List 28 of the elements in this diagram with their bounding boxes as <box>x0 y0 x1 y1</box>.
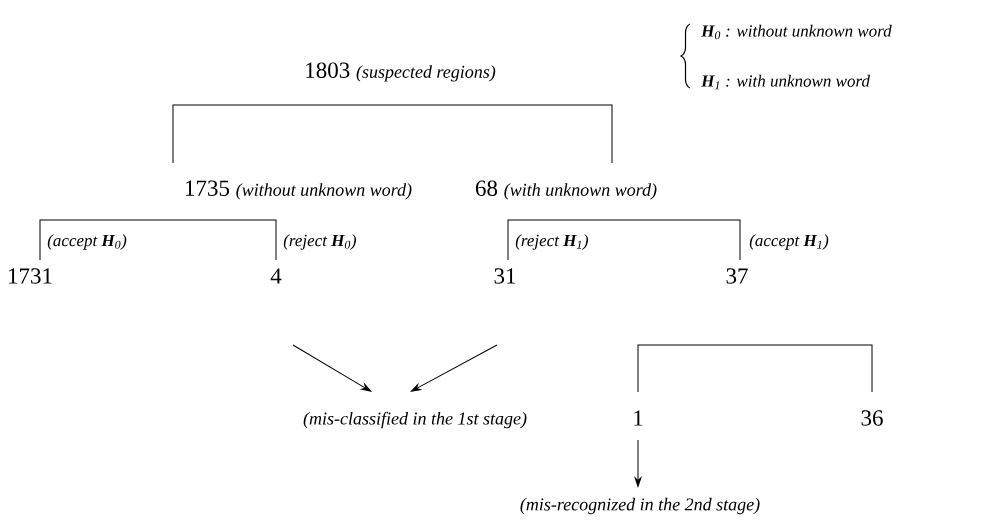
tree-node-label: (mis-recognized in the 2nd stage) <box>520 497 760 515</box>
number-label: 1 <box>634 410 643 426</box>
tree-branch-line <box>623 219 741 261</box>
edge-label: (reject H$_{0}$) <box>283 234 356 250</box>
arrow <box>292 344 372 392</box>
tree-branch-line <box>637 344 756 393</box>
edge-label: (accept H$_{1}$) <box>749 234 829 250</box>
tree-branch-line <box>391 104 613 164</box>
edge-label: (reject H$_{1}$) <box>515 234 588 250</box>
tree-branch-line <box>754 344 873 393</box>
tree-node-label: 1735 (without unknown word) <box>186 180 412 200</box>
tree-branch-line <box>172 104 393 164</box>
number-label: 31 <box>494 268 516 284</box>
number-label: 4 <box>270 268 282 284</box>
arrow <box>410 344 498 392</box>
number-label: 1731 <box>9 268 52 284</box>
hypothesis-label: H$_{1}$ : with unknown word <box>701 74 870 90</box>
tree-branch-line <box>507 219 625 261</box>
arrow <box>634 439 642 487</box>
tree-node-label: 1803 (suspected regions) <box>306 62 496 82</box>
hypothesis-label: H$_{0}$ : without unknown word <box>701 24 892 40</box>
number-label: 37 <box>726 268 748 284</box>
tree-node-label: (mis-classified in the 1st stage) <box>303 411 527 429</box>
edge-label: (accept H$_{0}$) <box>47 234 127 250</box>
number-label: 36 <box>861 410 883 426</box>
tree-branch-line <box>157 219 277 261</box>
tree-branch-line <box>39 219 159 261</box>
tree-node-label: 68 (with unknown word) <box>475 180 657 200</box>
